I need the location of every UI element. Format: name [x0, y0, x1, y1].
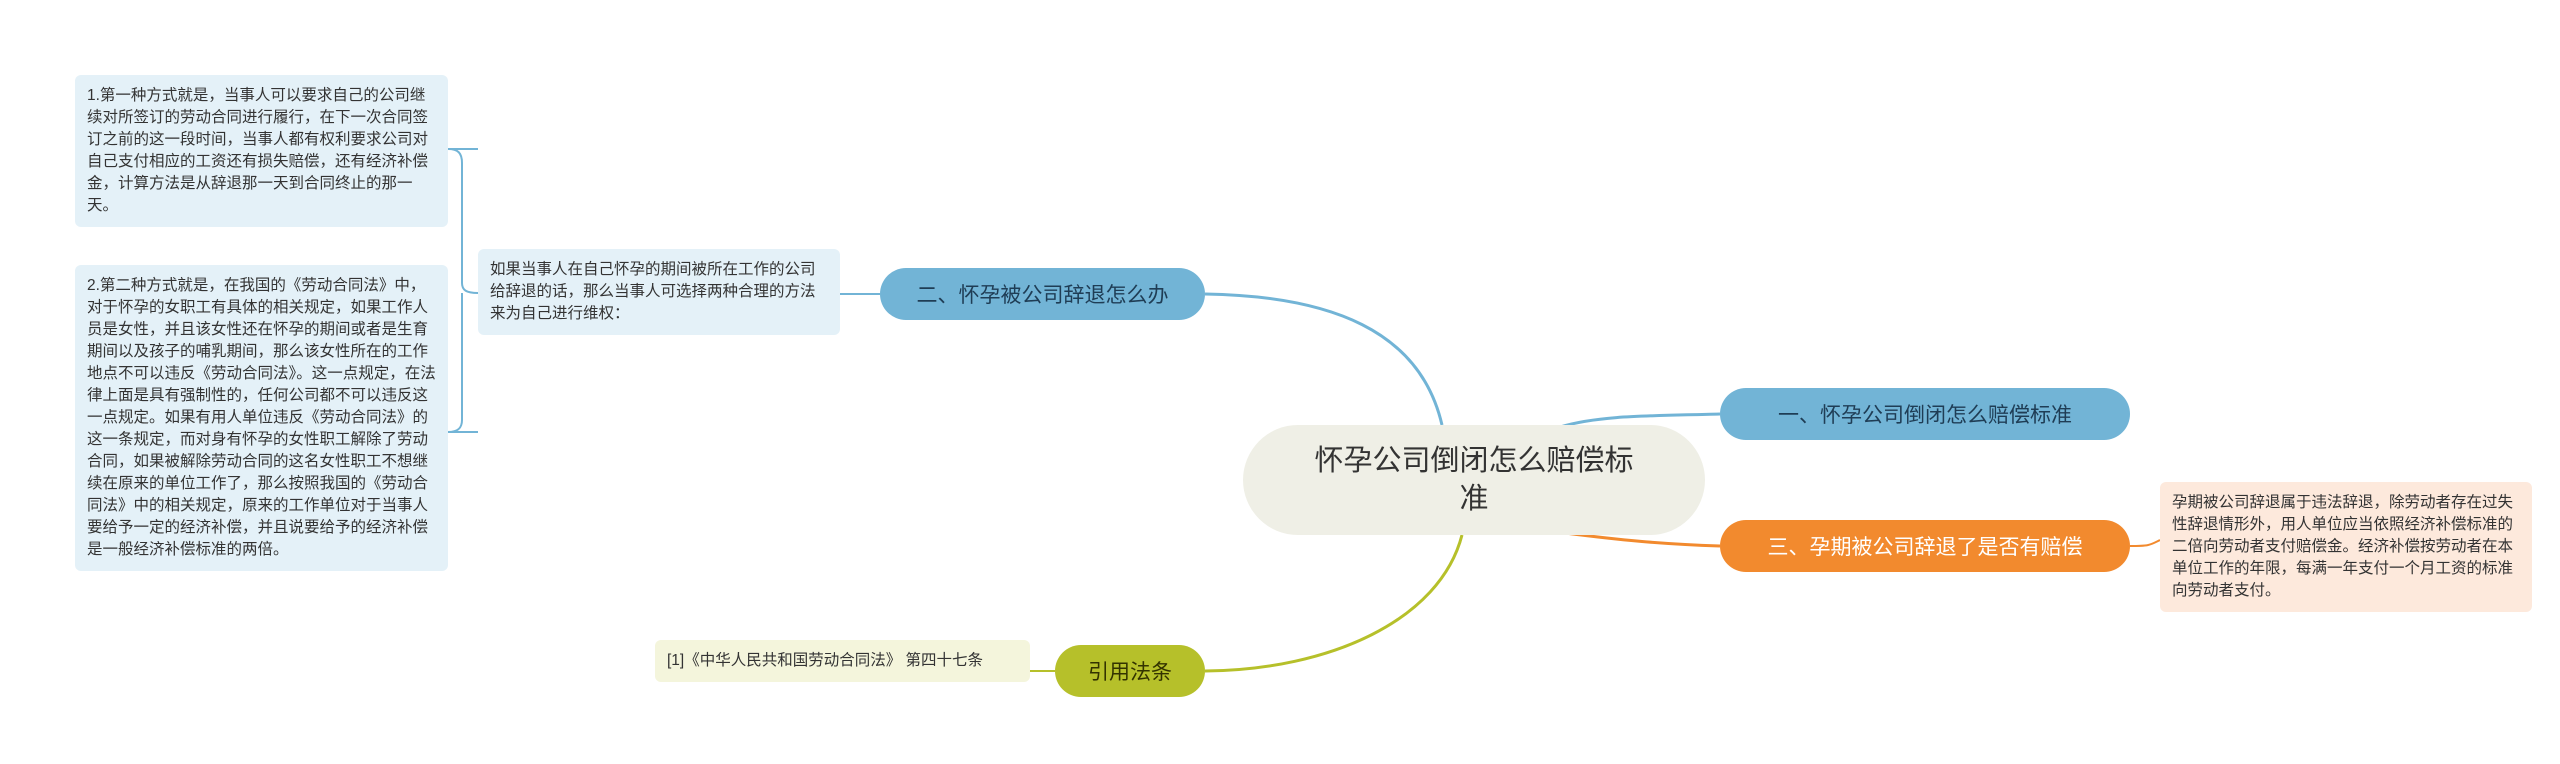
branch-4-label: 引用法条 — [1088, 661, 1172, 684]
root-topic-label: 怀孕公司倒闭怎么赔偿标准 — [1314, 445, 1634, 515]
bracket-b2-ways — [447, 148, 479, 433]
link-root-b2 — [1204, 292, 1444, 426]
leaf-b2-way1[interactable]: 1.第一种方式就是，当事人可以要求自己的公司继续对所签订的劳动合同进行履行，在下… — [75, 75, 448, 227]
leaf-b4[interactable]: [1]《中华人民共和国劳动合同法》 第四十七条 — [655, 640, 1030, 682]
branch-4[interactable]: 引用法条 — [1055, 645, 1205, 697]
link-root-b1 — [1559, 412, 1721, 429]
leaf-b3-text: 孕期被公司辞退属于违法辞退，除劳动者存在过失性辞退情形外，用人单位应当依照经济补… — [2172, 494, 2514, 599]
leaf-b2-intro[interactable]: 如果当事人在自己怀孕的期间被所在工作的公司给辞退的话，那么当事人可选择两种合理的… — [478, 249, 840, 335]
link-root-b3 — [1564, 531, 1721, 548]
leaf-b2-way2-text: 2.第二种方式就是，在我国的《劳动合同法》中，对于怀孕的女职工有具体的相关规定，… — [87, 277, 436, 558]
leaf-b2-intro-text: 如果当事人在自己怀孕的期间被所在工作的公司给辞退的话，那么当事人可选择两种合理的… — [490, 261, 816, 322]
link-b3-leaf — [2129, 539, 2161, 547]
branch-1-label: 一、怀孕公司倒闭怎么赔偿标准 — [1778, 404, 2072, 427]
link-root-b4 — [1204, 534, 1464, 673]
branch-2-label: 二、怀孕被公司辞退怎么办 — [916, 284, 1169, 307]
branch-1[interactable]: 一、怀孕公司倒闭怎么赔偿标准 — [1720, 388, 2130, 440]
leaf-b3[interactable]: 孕期被公司辞退属于违法辞退，除劳动者存在过失性辞退情形外，用人单位应当依照经济补… — [2160, 482, 2532, 612]
branch-3-label: 三、孕期被公司辞退了是否有赔偿 — [1767, 536, 2083, 559]
leaf-b4-text: [1]《中华人民共和国劳动合同法》 第四十七条 — [667, 652, 984, 669]
leaf-b2-way1-text: 1.第一种方式就是，当事人可以要求自己的公司继续对所签订的劳动合同进行履行，在下… — [87, 87, 429, 214]
branch-2[interactable]: 二、怀孕被公司辞退怎么办 — [880, 268, 1205, 320]
leaf-b2-way2[interactable]: 2.第二种方式就是，在我国的《劳动合同法》中，对于怀孕的女职工有具体的相关规定，… — [75, 265, 448, 571]
branch-3[interactable]: 三、孕期被公司辞退了是否有赔偿 — [1720, 520, 2130, 572]
root-topic[interactable]: 怀孕公司倒闭怎么赔偿标准 — [1243, 425, 1705, 535]
